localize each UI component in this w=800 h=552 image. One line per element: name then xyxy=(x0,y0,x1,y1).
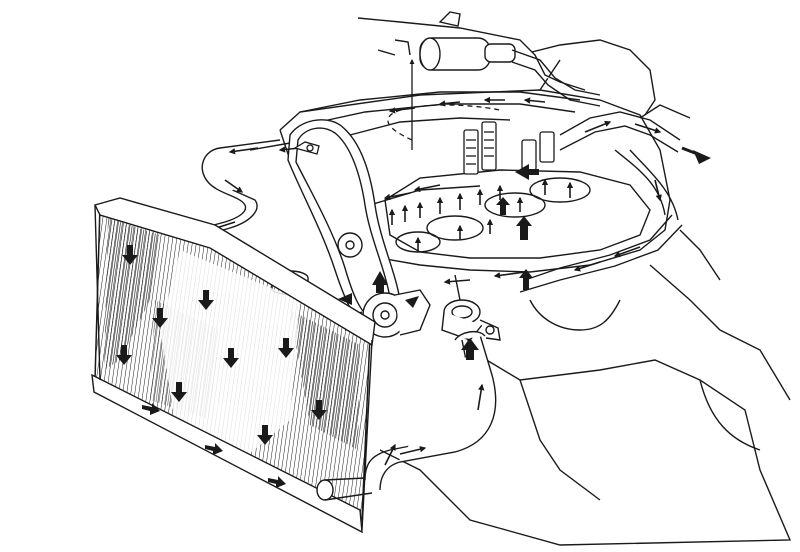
head-flow-arrows xyxy=(383,96,641,285)
radiator-flow-arrows xyxy=(116,245,327,488)
heater-valve xyxy=(357,11,586,91)
valve-springs xyxy=(463,121,555,175)
lower-hose-bold-arrow xyxy=(461,338,479,360)
heater-outlet-hose xyxy=(559,104,691,221)
heater-outlet-arrows xyxy=(584,120,662,202)
head-bracket xyxy=(293,141,320,155)
timing-belt xyxy=(287,119,401,332)
cylinder-block xyxy=(379,229,792,546)
port-flow-arrows xyxy=(388,178,574,252)
pump-arrows xyxy=(338,271,419,308)
upper-radiator-hose xyxy=(194,139,291,239)
outlet-arrow-bold xyxy=(681,146,711,164)
lower-hose-arrows xyxy=(384,383,485,466)
bold-flow-arrows xyxy=(496,164,539,290)
dashed-flow-path xyxy=(387,58,501,150)
thermostat-housing xyxy=(441,299,501,341)
heater-hoses xyxy=(511,49,601,107)
